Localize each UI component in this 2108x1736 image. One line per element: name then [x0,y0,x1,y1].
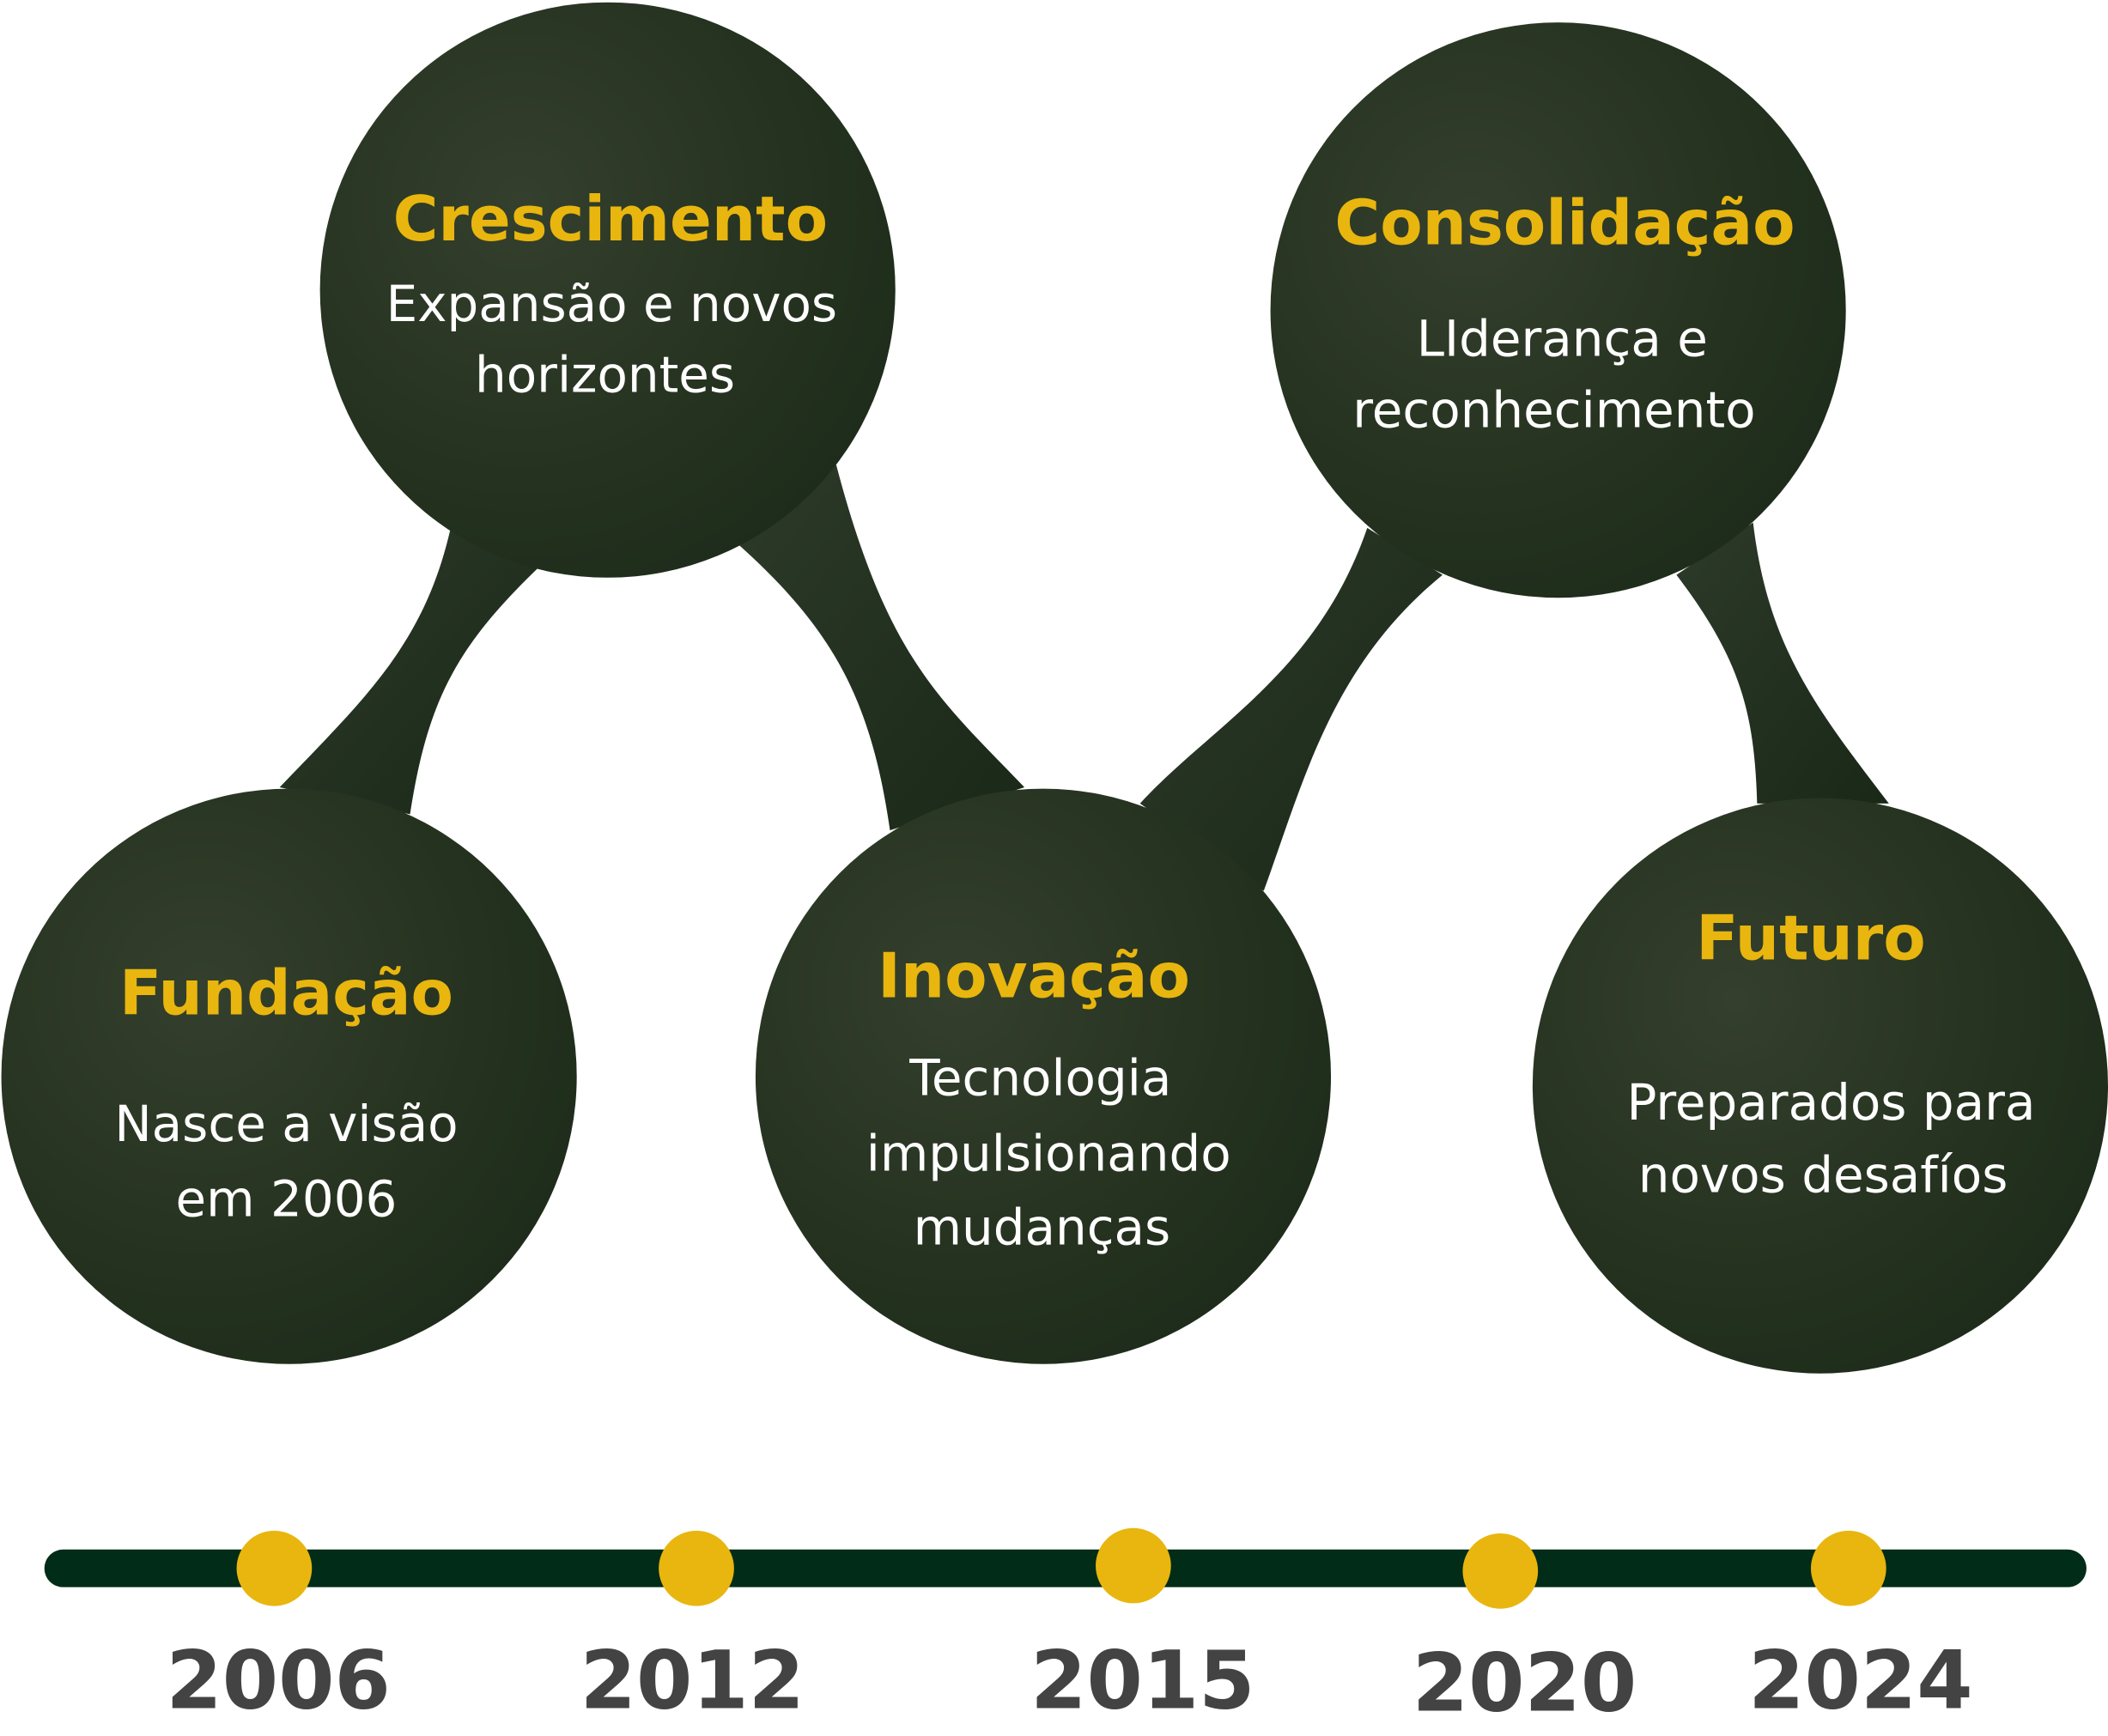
milestone-desc-line: reconhecimento [1352,380,1755,439]
milestone-desc-line: Tecnologia [908,1049,1171,1108]
year-label: 2020 [1412,1637,1637,1731]
timeline-dot [1096,1527,1171,1604]
connector-4-5 [1676,522,1889,804]
year-label: 2006 [166,1635,390,1728]
year-label: 2015 [1030,1635,1254,1728]
milestone-title: Futuro [1696,901,1926,974]
connector-1-2 [279,529,538,815]
milestone-title: Fundação [119,957,453,1029]
milestone-circle [319,2,896,578]
timeline-axis: 2006 2012 2015 2020 2024 [44,1527,2087,1731]
milestone-inovacao: Inovação Tecnologia impulsionando mudanç… [755,788,1332,1364]
timeline-dot [1462,1533,1539,1609]
connectors [279,464,1889,891]
milestone-consolidacao: Consolidação LIderança e reconhecimento [1270,22,1846,598]
milestone-desc-line: Nasce a visão [114,1095,458,1153]
milestone-desc-line: mudanças [914,1198,1171,1256]
milestone-desc-line: impulsionando [866,1124,1231,1182]
milestone-title: Inovação [878,939,1190,1011]
milestone-desc-line: Expansão e novos [386,275,837,333]
timeline-dot [1810,1530,1886,1606]
milestone-futuro: Futuro Preparados para novos desafíos [1532,798,2108,1374]
milestone-circle [1532,798,2108,1374]
timeline-dot [659,1530,734,1606]
milestone-circle [1270,22,1846,598]
milestone-desc-line: LIderança e [1417,309,1708,367]
milestone-title: Crescimento [393,183,829,255]
timeline-dot [236,1530,313,1606]
milestone-circle [1,788,577,1364]
milestone-fundacao: Fundação Nasce a visão em 2006 [1,788,577,1364]
connector-2-3 [739,464,1025,831]
milestone-circle [755,788,1332,1364]
milestone-desc-line: horizontes [475,346,735,404]
milestone-title: Consolidação [1334,187,1795,259]
milestone-crescimento: Crescimento Expansão e novos horizontes [319,2,896,578]
milestone-desc-line: em 2006 [176,1170,398,1229]
milestone-desc-line: novos desafíos [1638,1145,2008,1204]
year-label: 2012 [580,1635,805,1728]
connector-3-4 [1139,527,1443,891]
milestone-desc-line: Preparados para [1626,1073,2035,1132]
year-label: 2024 [1748,1635,1972,1728]
